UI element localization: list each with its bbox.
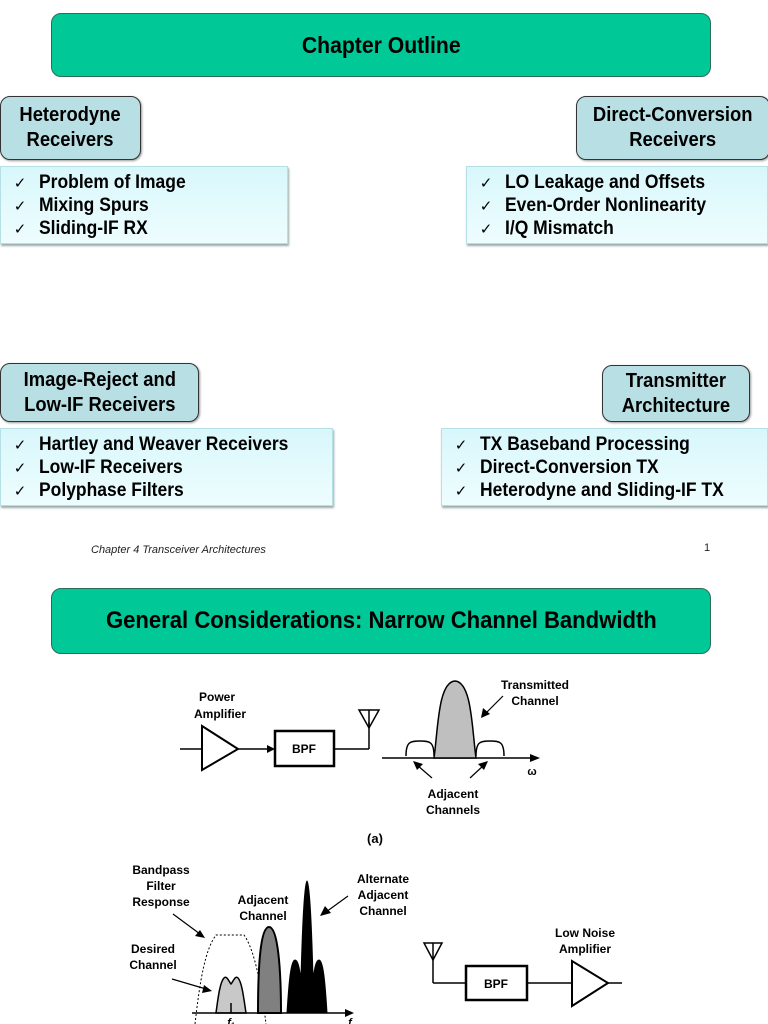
- bpf-resp-label-1: Bandpass: [132, 863, 190, 877]
- section-list-image-reject: ✓Hartley and Weaver Receivers ✓Low-IF Re…: [0, 428, 333, 506]
- tx-label-2: Channel: [511, 694, 558, 708]
- f-axis-label: f: [348, 1017, 353, 1024]
- check-icon: ✓: [479, 197, 493, 215]
- list-item: ✓Direct-Conversion TX: [442, 456, 767, 479]
- low-noise-amplifier-icon: [571, 959, 610, 1008]
- pa-label-1: Power: [199, 690, 235, 704]
- general-considerations-banner: General Considerations: Narrow Channel B…: [51, 588, 711, 654]
- lna-label-1: Low Noise: [555, 926, 615, 940]
- alternate-adjacent-channel: [286, 880, 328, 1014]
- desired-channel: [215, 976, 247, 1014]
- tx-pointer-arrow: [484, 695, 504, 715]
- f1-label: f₁: [227, 1017, 235, 1024]
- section-heading-heterodyne: Heterodyne Receivers: [0, 96, 141, 160]
- check-icon: ✓: [13, 436, 27, 454]
- bpf-resp-pointer: [172, 913, 201, 935]
- power-amplifier-icon: [201, 724, 240, 772]
- check-icon: ✓: [13, 174, 27, 192]
- desired-pointer-head: [202, 985, 212, 993]
- bpf-label: BPF: [292, 742, 316, 756]
- section-heading-direct-conversion: Direct-Conversion Receivers: [576, 96, 768, 160]
- section-heading-transmitter: Transmitter Architecture: [602, 365, 750, 422]
- check-icon: ✓: [454, 482, 468, 500]
- list-item: ✓Problem of Image: [1, 171, 287, 194]
- adjacent-label-2: Channel: [239, 909, 286, 923]
- figure-a-caption: (a): [367, 831, 383, 846]
- axis-arrow-icon: [345, 1009, 354, 1017]
- adj-pointer-left-head: [413, 761, 423, 770]
- tx-pointer-head: [481, 708, 490, 718]
- bpf-label: BPF: [484, 977, 508, 991]
- check-icon: ✓: [479, 220, 493, 238]
- slide-title: Chapter Outline: [301, 31, 461, 58]
- list-item: ✓Heterodyne and Sliding-IF TX: [442, 479, 767, 502]
- adjacent-channel-left: [405, 740, 435, 757]
- antenna-icon: [357, 709, 381, 730]
- figure-b-rx-diagram: Bandpass Filter Response Desired Channel…: [129, 863, 622, 1024]
- bpf-resp-label-2: Filter: [146, 879, 176, 893]
- section-list-direct-conversion: ✓LO Leakage and Offsets ✓Even-Order Nonl…: [466, 166, 768, 244]
- check-icon: ✓: [13, 197, 27, 215]
- check-icon: ✓: [479, 174, 493, 192]
- bpf-block: [464, 964, 529, 1002]
- adj-label-1: Adjacent: [428, 787, 479, 801]
- bandpass-filter-response: [194, 934, 267, 1024]
- bpf-block: [273, 729, 336, 768]
- list-item: ✓TX Baseband Processing: [442, 433, 767, 456]
- alt-pointer-head: [320, 906, 331, 916]
- chapter-outline-banner: Chapter Outline: [51, 13, 711, 77]
- axis-arrow-icon: [530, 754, 540, 762]
- alt-label-1: Alternate: [357, 872, 409, 886]
- alt-pointer: [325, 895, 349, 913]
- bpf-resp-label-3: Response: [132, 895, 190, 909]
- omega-axis-label: ω: [527, 766, 536, 778]
- list-item: ✓Sliding-IF RX: [1, 217, 287, 240]
- adjacent-label-1: Adjacent: [238, 893, 289, 907]
- list-item: ✓Hartley and Weaver Receivers: [1, 433, 332, 456]
- antenna-icon: [422, 942, 444, 962]
- arrow-head-icon: [267, 745, 275, 753]
- list-item: ✓Even-Order Nonlinearity: [467, 194, 767, 217]
- slide-footer: Chapter 4 Transceiver Architectures: [91, 544, 266, 556]
- page-number: 1: [704, 542, 711, 554]
- pa-label-2: Amplifier: [194, 707, 246, 721]
- tx-label-1: Transmitted: [501, 678, 569, 692]
- lna-label-2: Amplifier: [559, 942, 611, 956]
- list-item: ✓Low-IF Receivers: [1, 456, 332, 479]
- transmitted-channel: [433, 680, 477, 759]
- list-item: ✓I/Q Mismatch: [467, 217, 767, 240]
- figure-a-tx-diagram: Power Amplifier BPF Transmitted Channel …: [180, 678, 569, 846]
- check-icon: ✓: [13, 220, 27, 238]
- check-icon: ✓: [13, 482, 27, 500]
- section-list-transmitter: ✓TX Baseband Processing ✓Direct-Conversi…: [441, 428, 768, 506]
- section-heading-image-reject: Image-Reject and Low-IF Receivers: [0, 363, 199, 422]
- section-list-heterodyne: ✓Problem of Image ✓Mixing Spurs ✓Sliding…: [0, 166, 288, 244]
- desired-label-2: Channel: [129, 958, 176, 972]
- desired-label-1: Desired: [131, 942, 175, 956]
- desired-pointer: [171, 978, 207, 990]
- adj-label-2: Channels: [426, 803, 480, 817]
- alt-label-2: Adjacent: [358, 888, 409, 902]
- alt-label-3: Channel: [359, 904, 406, 918]
- bpf-resp-pointer-head: [195, 930, 205, 938]
- adj-pointer-right-head: [478, 761, 488, 770]
- adjacent-channel: [256, 925, 283, 1014]
- check-icon: ✓: [13, 459, 27, 477]
- list-item: ✓Mixing Spurs: [1, 194, 287, 217]
- list-item: ✓LO Leakage and Offsets: [467, 171, 767, 194]
- list-item: ✓Polyphase Filters: [1, 479, 332, 502]
- check-icon: ✓: [454, 436, 468, 454]
- check-icon: ✓: [454, 459, 468, 477]
- adjacent-channel-right: [475, 740, 505, 757]
- slide-title: General Considerations: Narrow Channel B…: [105, 607, 657, 634]
